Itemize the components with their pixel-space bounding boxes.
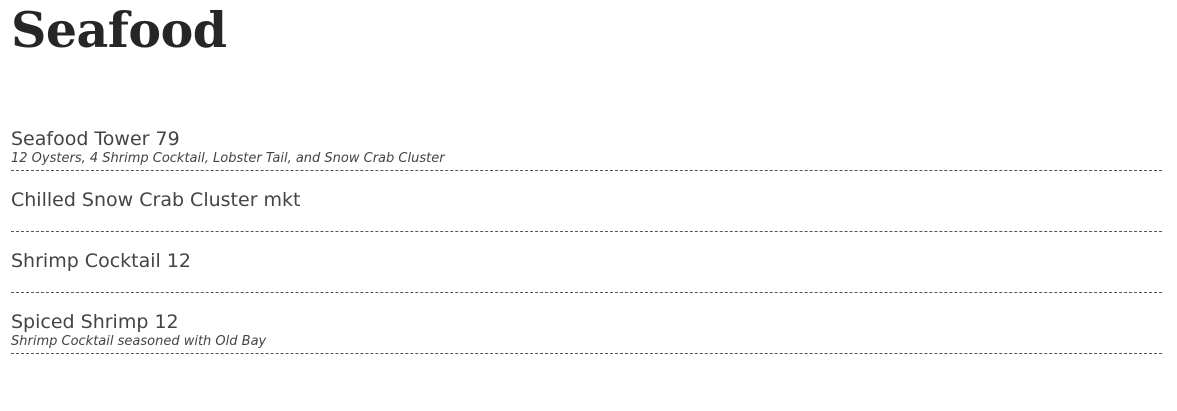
item-description: 12 Oysters, 4 Shrimp Cocktail, Lobster T… bbox=[11, 151, 445, 166]
item-price: 12 bbox=[154, 311, 179, 333]
menu-item: Spiced Shrimp 12 Shrimp Cocktail seasone… bbox=[11, 294, 1162, 354]
item-price: mkt bbox=[263, 189, 301, 211]
item-price: 12 bbox=[166, 250, 192, 272]
item-line: Chilled Snow Crab Cluster mkt bbox=[11, 188, 1162, 212]
item-description: Shrimp Cocktail seasoned with Old Bay bbox=[11, 334, 267, 349]
item-name: Chilled Snow Crab Cluster bbox=[11, 189, 258, 211]
item-line: Seafood Tower 79 bbox=[11, 127, 1162, 151]
menu-item: Shrimp Cocktail 12 bbox=[11, 233, 1162, 293]
item-name: Seafood Tower bbox=[11, 128, 150, 150]
menu-item: Chilled Snow Crab Cluster mkt bbox=[11, 172, 1162, 232]
menu-list: Seafood Tower 79 12 Oysters, 4 Shrimp Co… bbox=[11, 111, 1162, 354]
item-line: Spiced Shrimp 12 bbox=[11, 310, 1162, 334]
item-name: Spiced Shrimp bbox=[11, 311, 149, 333]
item-name: Shrimp Cocktail bbox=[11, 250, 161, 272]
item-line: Shrimp Cocktail 12 bbox=[11, 249, 1162, 273]
item-price: 79 bbox=[155, 128, 180, 150]
menu-item: Seafood Tower 79 12 Oysters, 4 Shrimp Co… bbox=[11, 111, 1162, 171]
section-title: Seafood bbox=[11, 1, 227, 59]
